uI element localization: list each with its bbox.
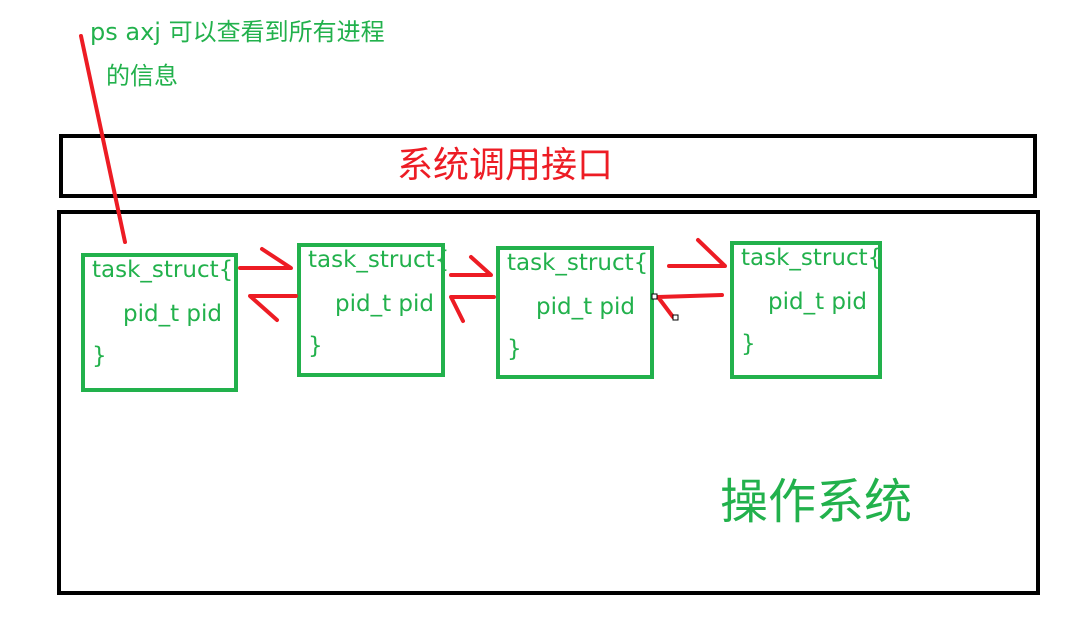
- task-struct-field: pid_t pid: [536, 294, 636, 320]
- task-struct-box-2: task_struct{ pid_t pid }: [297, 243, 449, 377]
- annotation-line-1: ps axj 可以查看到所有进程: [90, 18, 385, 46]
- task-struct-close: }: [741, 331, 756, 357]
- task-struct-box-1: task_struct{ pid_t pid }: [81, 253, 238, 392]
- task-struct-open: task_struct{: [741, 245, 883, 271]
- task-struct-open: task_struct{: [507, 250, 649, 276]
- task-struct-box-3: task_struct{ pid_t pid }: [496, 246, 654, 379]
- operating-system-box: [57, 210, 1040, 595]
- task-struct-open: task_struct{: [308, 247, 450, 273]
- operating-system-label: 操作系统: [720, 474, 913, 530]
- task-struct-close: }: [507, 336, 522, 362]
- task-struct-close: }: [92, 343, 107, 369]
- task-struct-open: task_struct{: [92, 257, 234, 283]
- syscall-interface-label: 系统调用接口: [397, 145, 614, 186]
- task-struct-box-4: task_struct{ pid_t pid }: [730, 241, 882, 379]
- annotation-line-2: 的信息: [106, 62, 178, 90]
- task-struct-field: pid_t pid: [335, 291, 435, 317]
- task-struct-field: pid_t pid: [768, 289, 868, 315]
- task-struct-close: }: [308, 333, 323, 359]
- syscall-interface-box: [59, 134, 1037, 198]
- task-struct-field: pid_t pid: [123, 301, 223, 327]
